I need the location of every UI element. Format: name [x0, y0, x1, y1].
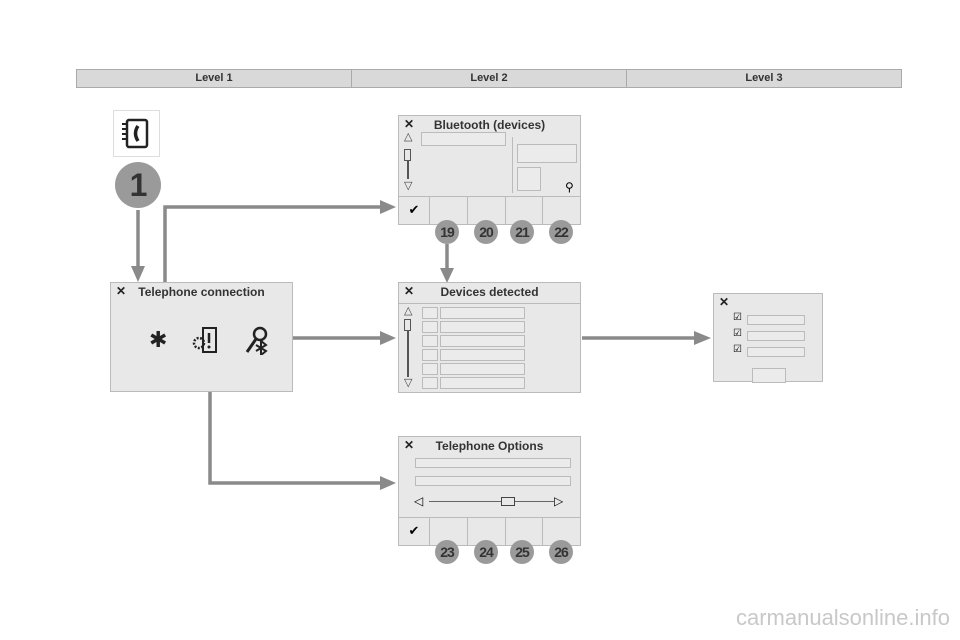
toolbar-button-20[interactable]: [468, 197, 506, 224]
slider-thumb[interactable]: [501, 497, 515, 506]
arrowhead: [440, 268, 454, 283]
close-icon[interactable]: ✕: [116, 284, 127, 298]
device-field: [421, 132, 506, 146]
arrow-line: [208, 360, 382, 485]
toolbar-button-23[interactable]: [430, 518, 468, 545]
device-icon-cell[interactable]: [422, 349, 438, 361]
level-header: Level 1 Level 2 Level 3: [76, 69, 902, 88]
close-icon[interactable]: ✕: [404, 117, 415, 131]
phone-book-icon: [122, 118, 149, 149]
device-icon-cell[interactable]: [422, 377, 438, 389]
arrowhead: [380, 476, 396, 490]
panel-title: Telephone connection: [138, 285, 265, 299]
scroll-track: [407, 331, 409, 377]
badge-23: 23: [435, 540, 459, 564]
divider: [399, 303, 580, 304]
device-options-panel: ✕ ☑ ☑ ☑: [713, 293, 823, 383]
slider-track[interactable]: [429, 501, 554, 502]
close-icon[interactable]: ✕: [719, 295, 730, 309]
close-icon[interactable]: ✕: [404, 438, 415, 452]
scroll-down-icon[interactable]: ▽: [404, 180, 413, 192]
slider-left-icon[interactable]: ◁: [414, 494, 424, 508]
badge-19: 19: [435, 220, 459, 244]
scroll-up-icon[interactable]: △: [404, 305, 413, 317]
bottom-toolbar: ✔: [399, 517, 580, 545]
step-badge-1: 1: [115, 162, 161, 208]
bluetooth-devices-panel: ✕ Bluetooth (devices) △ ▽ ⚲ ✔: [398, 115, 581, 225]
checkbox-icon[interactable]: ☑: [733, 312, 742, 323]
bluetooth-icon[interactable]: ✱: [149, 327, 168, 352]
image-field: [517, 167, 541, 191]
confirm-button[interactable]: ✔: [399, 518, 430, 545]
ok-button[interactable]: [752, 368, 786, 383]
device-icon-cell[interactable]: [422, 363, 438, 375]
divider: [512, 137, 513, 193]
scroll-down-icon[interactable]: ▽: [404, 377, 413, 389]
telephone-options-panel: ✕ Telephone Options ◁ ▷ ✔: [398, 436, 581, 546]
panel-title: Telephone Options: [435, 439, 544, 453]
option-field: [747, 331, 805, 341]
device-row[interactable]: [440, 349, 525, 361]
device-icon-cell[interactable]: [422, 307, 438, 319]
toolbar-button-25[interactable]: [506, 518, 544, 545]
device-row[interactable]: [440, 377, 525, 389]
level-2-label: Level 2: [352, 70, 627, 87]
badge-26: 26: [549, 540, 573, 564]
badge-22: 22: [549, 220, 573, 244]
badge-24: 24: [474, 540, 498, 564]
badge-20: 20: [474, 220, 498, 244]
slider-right-icon[interactable]: ▷: [554, 494, 564, 508]
level-3-label: Level 3: [745, 72, 783, 84]
toolbar-button-19[interactable]: [430, 197, 468, 224]
arrowhead: [380, 331, 396, 345]
arrowhead: [131, 266, 145, 282]
device-row[interactable]: [440, 321, 525, 333]
checkbox-icon[interactable]: ☑: [733, 328, 742, 339]
checkbox-icon[interactable]: ☑: [733, 344, 742, 355]
toolbar-button-21[interactable]: [506, 197, 544, 224]
devices-detected-panel: ✕ Devices detected △ ▽: [398, 282, 581, 393]
panel-title: Devices detected: [440, 285, 539, 299]
panel-title: Bluetooth (devices): [433, 118, 546, 132]
phone-menu-button[interactable]: [113, 110, 160, 157]
bottom-toolbar: ✔: [399, 196, 580, 224]
scroll-track: [407, 161, 409, 179]
device-row[interactable]: [440, 307, 525, 319]
option-field: [747, 347, 805, 357]
search-list-icon[interactable]: ⚲: [565, 180, 574, 194]
device-row[interactable]: [440, 335, 525, 347]
scroll-thumb[interactable]: [404, 319, 411, 331]
option-field: [415, 476, 571, 486]
device-icon-cell[interactable]: [422, 321, 438, 333]
level-1-label: Level 1: [77, 70, 352, 87]
info-field: [517, 144, 577, 163]
arrowhead: [380, 200, 396, 214]
phone-settings-icon[interactable]: [189, 325, 221, 355]
telephone-connection-panel: ✕ Telephone connection ✱: [110, 282, 293, 392]
scroll-up-icon[interactable]: △: [404, 131, 413, 143]
badge-25: 25: [510, 540, 534, 564]
badge-21: 21: [510, 220, 534, 244]
arrowhead: [694, 331, 711, 345]
option-field: [415, 458, 571, 468]
watermark: carmanualsonline.info: [735, 605, 950, 630]
close-icon[interactable]: ✕: [404, 284, 415, 298]
device-icon-cell[interactable]: [422, 335, 438, 347]
option-field: [747, 315, 805, 325]
toolbar-button-24[interactable]: [468, 518, 506, 545]
search-bluetooth-icon[interactable]: [244, 325, 272, 355]
scroll-thumb[interactable]: [404, 149, 411, 161]
confirm-button[interactable]: ✔: [399, 197, 430, 224]
device-row[interactable]: [440, 363, 525, 375]
